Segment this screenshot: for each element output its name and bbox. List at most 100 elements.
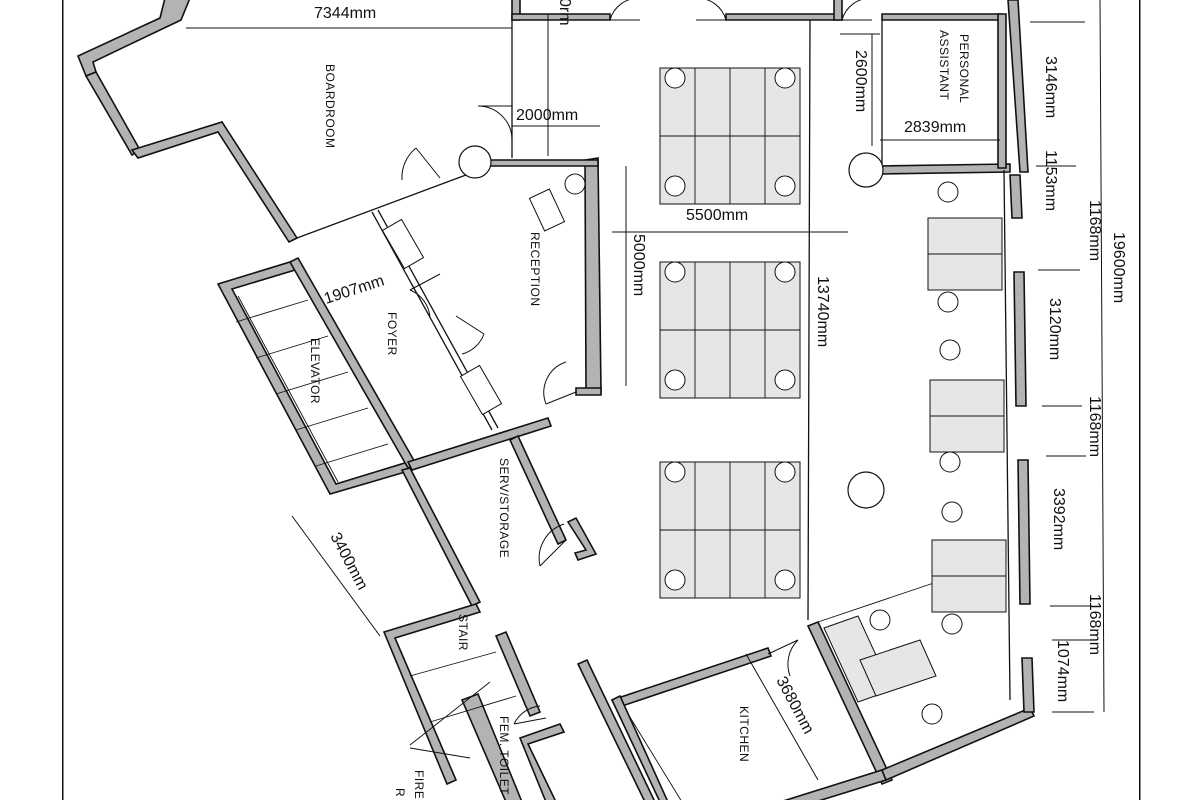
room-label-reception: RECEPTION [528,232,542,307]
east-mullion-2 [1013,271,1027,407]
room-label-serv-storage: SERV/STORAGE [497,458,511,558]
workstation-cluster-2 [659,261,801,399]
sheet-border-left [62,0,64,800]
room-label-fem-toilet: FEM. TOILET [497,716,511,795]
pa-east-wall [997,13,1007,169]
kitchen-south-wall [783,769,888,800]
room-label-pa-1: PERSONAL [957,34,971,103]
columns [458,145,885,509]
boardroom-south-wall [130,121,299,244]
foyer-partition [296,165,491,239]
boardroom-west-wall [84,70,142,157]
room-label-pa-2: ASSISTANT [937,30,951,100]
foyer-door-2 [455,315,485,355]
room-labels: BOARDROOM RECEPTION FOYER ELEVATOR SERV/… [308,30,971,799]
dim-label-3146: 3146mm [1042,56,1059,118]
reception-desk [528,188,566,232]
elevator-shaft-1 [235,299,309,323]
doors [401,0,872,725]
toilet-door [513,705,547,725]
reception-north-wall [489,159,599,167]
kitchen-east-wall [806,620,894,786]
dim-label-7344: 7344mm [314,5,376,22]
stair-tread-1 [409,651,497,677]
reception-door-top [401,147,441,181]
room-label-foyer: FOYER [385,312,399,356]
room-label-fire-r: R [393,788,407,797]
column-center [847,471,885,509]
walls [76,0,1036,800]
column-reception [458,145,492,179]
workstation-cluster-3 [659,461,801,599]
top-room-wall-d [833,0,843,21]
elevator-inner-edge [237,295,339,483]
boardroom-north-wall [76,0,191,78]
south-east-exterior-wall [880,706,1036,782]
kitchen-inner-wall [610,694,668,800]
toilet-inner-wall [518,723,566,800]
east-desk-row [927,181,1007,635]
dim-label-2839: 2839mm [904,119,966,136]
elevator-shaft-5 [315,443,389,467]
dim-label-1153: 1153mm [1042,150,1059,211]
pa-top-wall [881,13,1001,21]
room-label-stair: STAIR [456,614,470,651]
foyer-door-1 [409,273,441,319]
stair-outer-wall [382,603,482,786]
dim-label-3120: 3120mm [1046,298,1063,360]
dim-label-1074: 1074mm [1054,640,1071,702]
dim-label-2600: 2600mm [852,50,869,112]
workstation-clusters [381,67,1007,725]
kitchen-door [767,639,799,677]
dim-label-1168-b: 1168mm [1086,396,1103,457]
stair-core-wall [494,630,542,718]
elevator-shaft-4 [295,407,369,431]
dimension-lines [186,0,1105,781]
east-exterior-wall [1007,0,1029,173]
column-pa [848,152,884,188]
foyer-sofa-2 [459,364,503,416]
kitchen-counter [627,713,682,800]
sheet-border-right [1139,0,1141,800]
room-label-fire: FIRE [412,770,426,799]
fire-leader [409,681,491,746]
workstation-cluster-1 [659,67,801,205]
dim-label-1168-a: 1168mm [1086,200,1103,261]
dim-label-5000: 5000mm [630,234,647,296]
top-door-2 [696,0,727,21]
diagonal-desk-group [823,609,943,725]
foyer-sofa-1 [381,218,425,270]
east-mullion-1 [1009,174,1023,219]
east-mullion-4 [1021,657,1035,713]
dim-label-3680: 3680mm [772,674,816,737]
elevator-shaft-2 [255,335,329,359]
dim-label-5500: 5500mm [686,207,748,224]
dim-label-2000: 2000mm [516,107,578,124]
top-door-1 [609,0,640,21]
storage-east-wall [508,434,568,546]
east-inner-line [1003,169,1011,701]
center-partition [807,19,811,621]
elevator-shaft-3 [275,371,349,395]
storage-west-wall [400,467,482,608]
storage-door-stub [566,516,598,561]
top-room-wall-c [725,13,843,21]
pa-south-wall [879,163,1011,175]
dim-label-1168-c: 1168mm [1086,594,1103,655]
reception-door-bottom [543,361,577,405]
foyer-south-wall [406,417,553,471]
reception-east-wall [584,157,602,395]
fire-leader-2 [409,747,471,759]
room-label-elevator: ELEVATOR [308,338,322,404]
dim-label-19600: 19600mm [1110,232,1127,303]
top-door-3 [841,0,872,21]
dim-label-1907: 1907mm [322,272,386,307]
storage-door [538,523,567,567]
reception-chair [564,173,586,195]
room-label-kitchen: KITCHEN [737,706,751,762]
dim-label-partial-top: 0rm [556,0,573,26]
room-label-boardroom: BOARDROOM [323,64,337,149]
reception-corner [575,387,602,396]
east-mullion-3 [1017,459,1031,605]
